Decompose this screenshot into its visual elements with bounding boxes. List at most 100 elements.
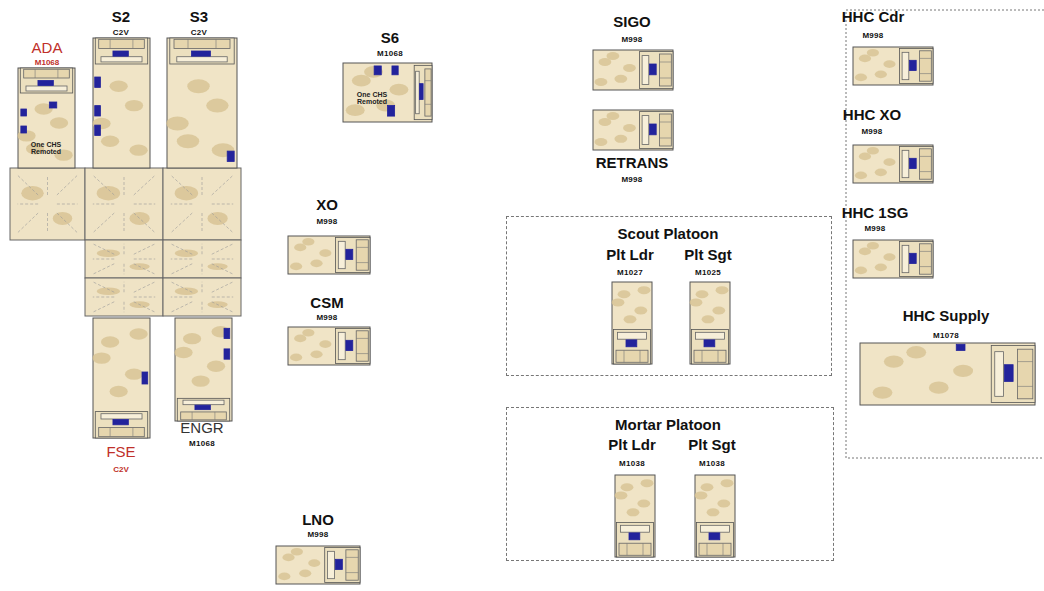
vehicle-cab	[617, 523, 654, 557]
tent-seam	[18, 175, 39, 195]
seat-marker	[909, 60, 916, 70]
vehicle-body	[853, 240, 933, 278]
camo-patch	[695, 491, 708, 499]
vehicle-node: ENGRM1068	[178, 418, 225, 451]
hood-line	[216, 39, 217, 48]
vehicle-label: Plt Ldr	[606, 247, 654, 264]
tent-extension	[85, 240, 163, 278]
tent-seam	[171, 259, 192, 260]
vehicle-body	[593, 50, 673, 90]
seat-marker	[704, 340, 715, 347]
vehicle-cab	[325, 548, 360, 583]
camo-patch	[595, 78, 608, 86]
tent-seam	[57, 175, 78, 195]
camo-patch	[129, 144, 147, 155]
tent-seam	[171, 244, 192, 254]
vehicle-label: XO	[316, 197, 338, 214]
hood-line	[1018, 361, 1033, 362]
tent-seam	[124, 213, 125, 233]
platoon-group-box: Scout PlatoonPlt LdrM1027Plt SgtM1025	[506, 216, 832, 376]
camo-patch	[638, 286, 651, 294]
vehicle-node: S3C2V	[188, 7, 210, 40]
tent-seam	[134, 264, 155, 274]
camo-patch	[310, 260, 322, 268]
vehicle-model: C2V	[191, 29, 207, 38]
tent-seam	[93, 244, 114, 254]
tent-seam	[212, 302, 233, 312]
vehicle-label: ENGR	[180, 420, 223, 437]
seat-marker	[649, 64, 656, 75]
hhc-area-outline	[846, 10, 1044, 458]
camo-patch	[291, 548, 303, 556]
vehicle-model: M1027	[617, 269, 643, 278]
camo-patch	[166, 116, 188, 130]
camo-patch	[875, 264, 887, 272]
hood-line	[920, 171, 932, 172]
camo-patch	[319, 340, 331, 348]
tent-seam	[124, 282, 125, 292]
tent-seam	[124, 175, 125, 195]
vehicle-label: Mortar Platoon	[615, 417, 721, 434]
vehicle-node: Plt SgtM1038	[686, 435, 738, 471]
vehicle-model: M998	[307, 531, 328, 540]
tent-seam	[171, 204, 192, 205]
camo-patch	[859, 248, 871, 256]
camo-patch	[612, 298, 625, 306]
seat-marker	[38, 81, 53, 86]
hood-line	[920, 58, 932, 59]
seat-marker	[113, 420, 128, 425]
vehicle-body	[276, 546, 360, 584]
equipment-marker	[95, 125, 101, 135]
vehicle-windshield	[642, 116, 649, 145]
tent-extension	[163, 240, 241, 278]
vehicle-cab	[899, 242, 933, 277]
tent-seam	[124, 244, 125, 254]
seat-marker	[346, 249, 353, 259]
vehicle-label: S6	[381, 30, 399, 47]
vehicle-model: M998	[316, 218, 337, 227]
vehicle-model: M998	[621, 36, 642, 45]
camo-patch	[867, 49, 879, 57]
equipment-marker	[49, 102, 56, 108]
seat-marker	[192, 51, 211, 56]
vehicle-label: S3	[190, 9, 208, 26]
tent-seam	[171, 264, 192, 274]
camo-patch	[92, 352, 110, 363]
vehicle-windshield	[642, 56, 649, 85]
hood-line	[425, 80, 431, 81]
tent-seam	[57, 204, 78, 205]
tent-seam	[212, 213, 233, 233]
hood-line	[110, 39, 111, 48]
camo-patch	[110, 81, 128, 92]
camo-patch	[615, 491, 628, 499]
hood-line	[57, 69, 58, 78]
hood-line	[718, 350, 719, 362]
tent-seam	[134, 259, 155, 260]
vehicle-cab	[336, 238, 370, 273]
vehicle-cab	[899, 147, 933, 182]
vehicle-body	[853, 145, 933, 183]
hood-line	[425, 104, 431, 105]
vehicle-hood	[616, 350, 648, 362]
camo-patch	[206, 99, 228, 113]
vehicle-body	[93, 38, 150, 168]
camo-patch	[906, 346, 926, 358]
tent-seam	[171, 282, 192, 292]
platoon-group-box: Mortar PlatoonPlt LdrM1038 Plt SgtM1038	[506, 407, 834, 561]
camo-patch	[855, 172, 867, 180]
tent-seam	[124, 264, 125, 274]
vehicle-node: Plt SgtM1025	[682, 245, 734, 280]
camo-patch	[717, 500, 730, 508]
equipment-marker	[956, 344, 965, 350]
tent-seam	[202, 175, 203, 195]
hood-line	[356, 338, 368, 339]
camo-patch	[637, 500, 650, 508]
vehicle-body	[167, 38, 237, 168]
vehicle-cab	[639, 52, 673, 89]
camo-patch	[855, 74, 867, 82]
tent-seam	[134, 204, 155, 205]
camo-patch	[97, 186, 120, 200]
tent-seam	[124, 302, 125, 312]
vehicle-node: Plt LdrM1038	[606, 435, 658, 471]
vehicle-label: ADA	[32, 40, 63, 57]
